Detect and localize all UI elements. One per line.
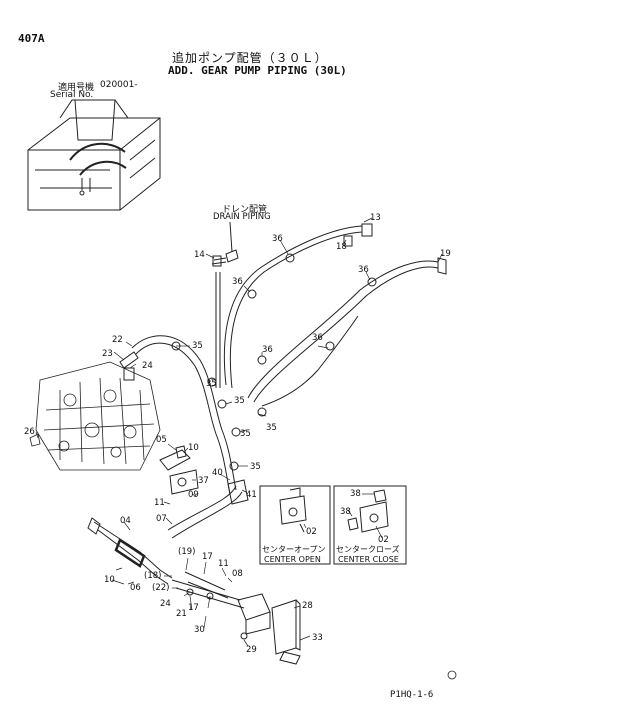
part-10-label-bottom: 10	[104, 575, 115, 585]
drain-piping-label-jp: ドレン配管	[222, 205, 268, 215]
part-11-label-mid: 11	[218, 559, 229, 569]
part-26-label: 26	[24, 427, 35, 437]
part-35-label-f: 35	[250, 462, 261, 472]
part-29-label: 29	[246, 645, 257, 655]
pump-cluster	[29, 361, 161, 471]
part-17-label-bottom: 17	[188, 603, 199, 613]
part-33-label: 33	[312, 633, 323, 643]
inset-captions: センターオープン CENTER OPEN センタークローズ CENTER CLO…	[262, 544, 400, 564]
part-36-label-e: 36	[312, 333, 323, 343]
part-number-labels: 13 18 19 14 36 36 36 36 36 22 23 24 35 3…	[24, 213, 451, 655]
part-21-label: 21	[176, 609, 187, 619]
hose-clamps	[171, 253, 377, 471]
hose-upper-13	[223, 223, 373, 389]
part-23-label: 23	[102, 349, 113, 359]
part-05-label: 05	[156, 435, 167, 445]
drain-pipe	[211, 221, 239, 388]
part-19-label: 19	[440, 249, 451, 259]
part-35-label-d: 35	[266, 423, 277, 433]
part-36-label-c: 36	[358, 265, 369, 275]
part-30-label: 30	[194, 625, 205, 635]
page-reference: P1HQ-1-6	[390, 690, 434, 700]
part-35-label-c: 35	[234, 396, 245, 406]
part-37-label: 37	[198, 476, 209, 486]
part-24-label-top: 24	[142, 361, 153, 371]
part-24-label-bottom: 24	[160, 599, 171, 609]
inset-center-close-box	[333, 485, 407, 565]
part-41-label: 41	[246, 490, 257, 500]
part-35-label-a: 35	[192, 341, 203, 351]
part-07-label: 07	[156, 514, 167, 524]
center-open-label-en: CENTER OPEN	[264, 555, 321, 564]
part-11-label-top: 11	[154, 498, 165, 508]
part-13-label: 13	[370, 213, 381, 223]
part-35-label-b: 35	[206, 379, 217, 389]
part-18-paren-label: (18)	[144, 571, 161, 581]
part-36-label-d: 36	[262, 345, 273, 355]
excavator-overview-sketch	[27, 99, 161, 211]
part-17-label-top: 17	[202, 552, 213, 562]
part-04-label: 04	[120, 516, 131, 526]
hose-19	[247, 257, 447, 407]
main-pipes	[167, 479, 249, 609]
serial-label-en: Serial No.	[50, 90, 94, 100]
center-close-label-en: CENTER CLOSE	[338, 555, 399, 564]
part-09-label: 09	[188, 490, 199, 500]
part-08-label: 08	[232, 569, 243, 579]
part-19-paren-label: (19)	[178, 547, 195, 557]
center-open-label-jp: センターオープン	[262, 545, 326, 554]
hose-22-down	[119, 335, 237, 495]
part-22-label: 22	[112, 335, 123, 345]
hose-04	[87, 517, 173, 585]
leader-lines	[35, 217, 443, 647]
part-28-label: 28	[302, 601, 313, 611]
serial-value: 020001-	[100, 80, 138, 90]
part-02-label-close: 02	[378, 535, 389, 545]
part-18-label: 18	[336, 242, 347, 252]
bracket-assembly	[159, 445, 199, 495]
valve-body	[186, 588, 301, 665]
drain-piping-label-en: DRAIN PIPING	[213, 212, 271, 222]
center-close-label-jp: センタークローズ	[336, 544, 400, 554]
part-22-paren-label: (22)	[152, 583, 169, 593]
part-14-label: 14	[194, 250, 205, 260]
part-35-label-e: 35	[240, 429, 251, 439]
part-10-label-top: 10	[188, 443, 199, 453]
title-english: ADD. GEAR PUMP PIPING (30L)	[168, 64, 347, 77]
part-06-label: 06	[130, 583, 141, 593]
inset-center-open-box	[259, 485, 331, 565]
serial-label-jp: 適用号機	[58, 83, 95, 93]
part-38-label: 38	[340, 507, 351, 517]
part-38-label-top: 38	[350, 489, 361, 499]
part-36-label-a: 36	[272, 234, 283, 244]
part-40-label: 40	[212, 468, 223, 478]
circled-w-mark	[447, 670, 457, 680]
part-36-label-b: 36	[232, 277, 243, 287]
title-japanese: 追加ポンプ配管（３０Ｌ）	[172, 51, 328, 65]
part-02-label-open: 02	[306, 527, 317, 537]
page-code: 407A	[18, 32, 45, 45]
